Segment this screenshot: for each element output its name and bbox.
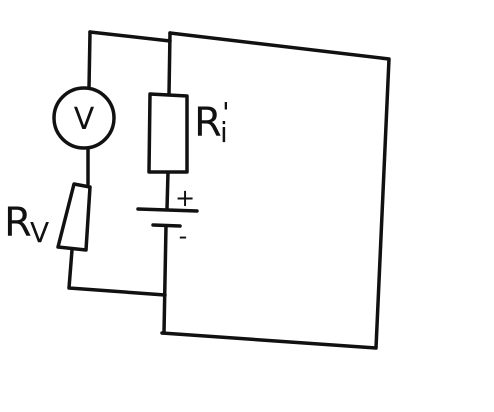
- label-rv-main: R: [4, 200, 32, 246]
- label-ri-sub: i: [220, 116, 228, 149]
- resistor-rv: [56, 182, 92, 252]
- battery: + -: [136, 184, 199, 250]
- label-rv-sub: V: [30, 216, 49, 249]
- battery-long-plate: [136, 207, 199, 213]
- wire-top: [88, 30, 172, 43]
- battery-minus-sign: -: [179, 222, 188, 250]
- resistor-rv-body: [56, 182, 92, 252]
- label-ri-prime: ': [222, 96, 230, 129]
- wire-load-loop: [160, 31, 391, 350]
- voltmeter-symbol: V: [74, 102, 95, 137]
- battery-plus-sign: +: [175, 184, 195, 212]
- label-ri-main: R: [194, 100, 222, 146]
- wire-voltmeter-top: [87, 30, 92, 90]
- wires: [67, 30, 391, 350]
- voltmeter: V: [52, 86, 116, 150]
- wire-ri-to-battery: [165, 170, 170, 211]
- label-ri: R i ': [194, 96, 230, 149]
- resistor-ri-body: [147, 92, 189, 174]
- wire-battery-bottom: [162, 224, 168, 335]
- label-rv: R V: [4, 200, 49, 249]
- battery-short-plate: [151, 223, 182, 228]
- voltmeter-circle: [52, 86, 116, 150]
- resistor-ri: [147, 92, 189, 174]
- wire-rv-bottom: [67, 248, 167, 297]
- wire-ri-top: [167, 31, 172, 96]
